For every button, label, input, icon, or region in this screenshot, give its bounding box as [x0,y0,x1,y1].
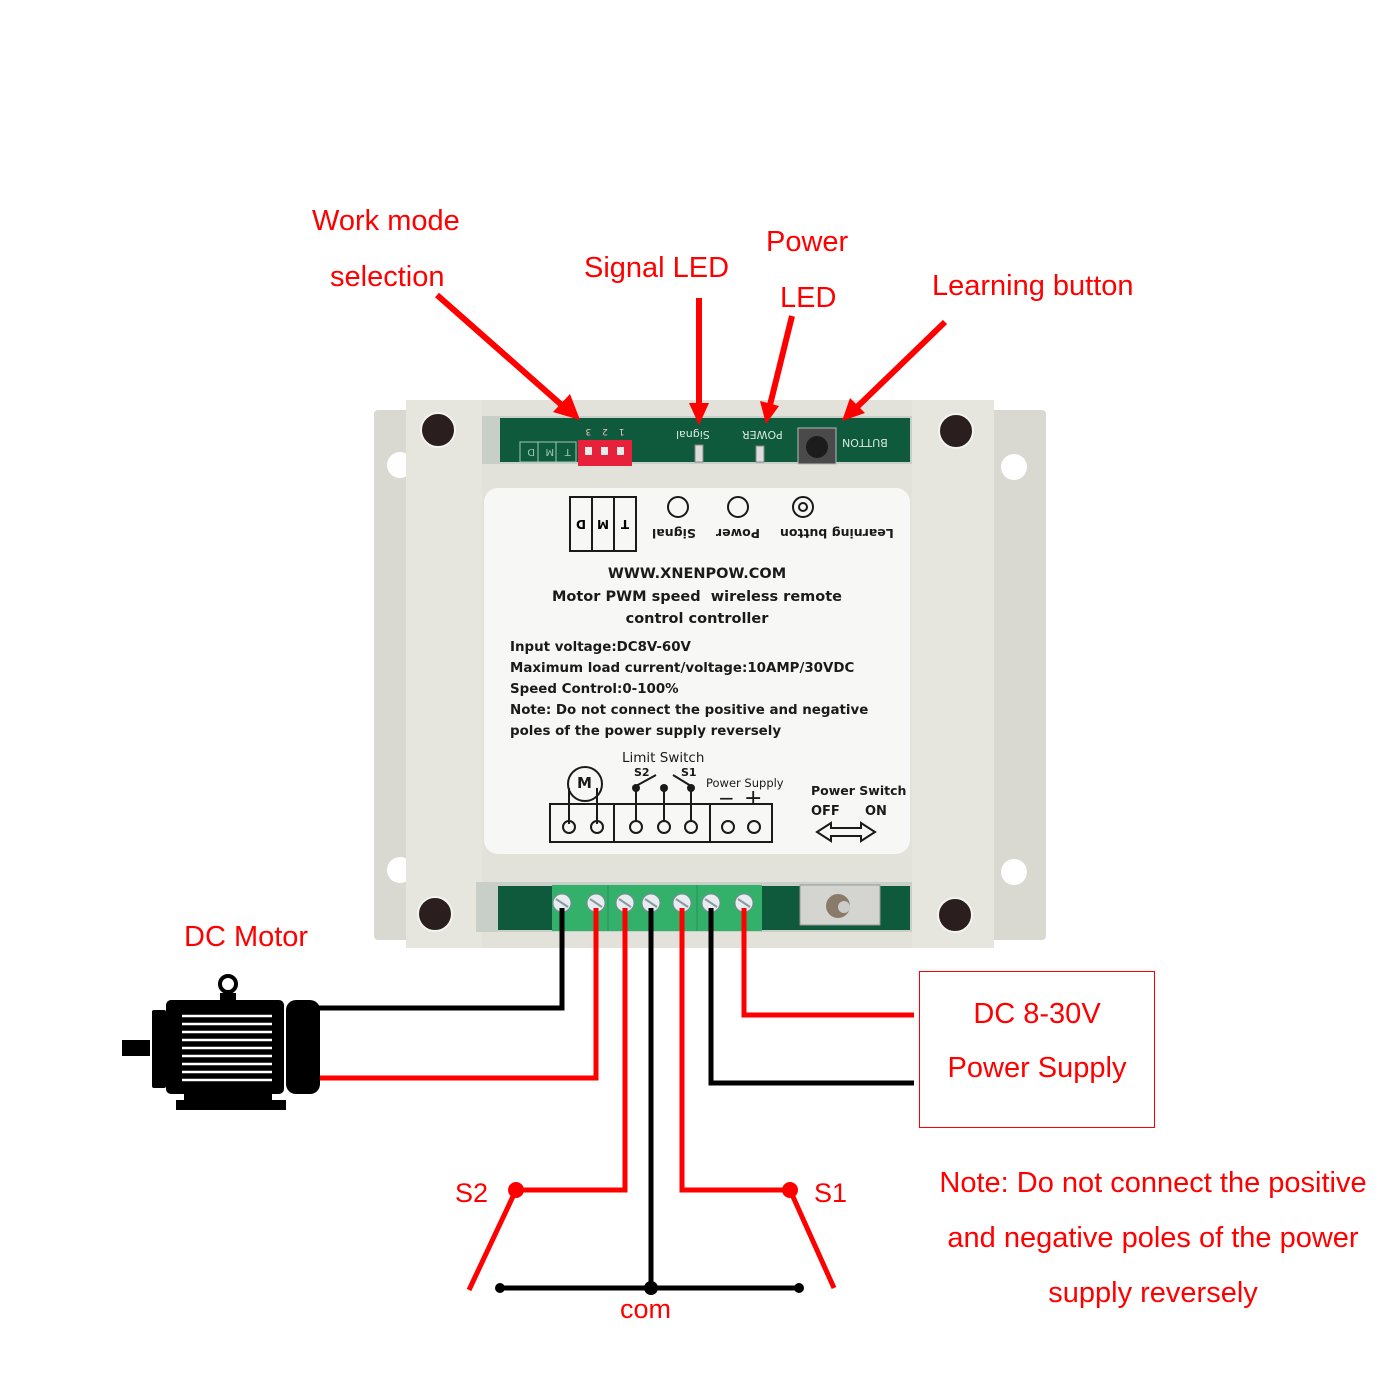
screw-slot [589,898,603,908]
pcb-mode-letters: T M D [522,446,576,457]
callout-power-led-line1: Power [766,226,849,258]
power-supply-voltage: DC 8-30V [973,998,1101,1030]
dc-motor-icon [122,974,320,1110]
top-pcb [500,418,910,462]
com-contact-s2 [495,1283,505,1293]
arrow-work-mode [435,292,580,420]
pcb-dip-numbers: 1 2 3 [580,426,630,436]
pcb-signal-text: Signal [676,428,710,441]
callout-learning-button: Learning button [932,270,1134,302]
arrow-signal-led [689,298,709,425]
limit-switch-s1-arm [787,1188,837,1290]
label-schematic [549,766,877,843]
dip-number: 3 [585,426,592,436]
label-motor-m: M [577,774,592,792]
pcb-mode-box [519,441,577,463]
dip-switch-lever[interactable] [601,447,608,455]
signal-indicator-icon [667,496,689,518]
callout-signal-led: Signal LED [584,252,730,284]
com-contact-s1 [794,1283,804,1293]
screw-slot [644,898,658,908]
screw-slot [675,898,689,908]
label-limit-switch: Limit Switch [622,750,705,766]
power-led [755,445,765,463]
warning-note-line1: Note: Do not connect the positive [939,1167,1367,1199]
screw-slot [737,898,751,908]
label-motor-symbol [567,766,603,802]
wire-motor-black [318,908,565,1011]
dip-number: 2 [602,426,608,436]
corner-screw [938,413,974,449]
enclosure-right-post [912,400,994,948]
wire-limit-s1 [679,908,790,1193]
label-power-supply: Power Supply [706,776,784,790]
callout-work-mode-line1: Work mode [312,205,460,237]
signal-led [694,444,704,463]
screw-slot [618,898,632,908]
spec-note-line2: poles of the power supply reversely [510,724,782,739]
spec-max-load: Maximum load current/voltage:10AMP/30VDC [510,661,855,676]
label-off: OFF [811,804,840,819]
pcb-letter: D [527,446,535,457]
label-title-line1: Motor PWM speed wireless remote [551,589,843,605]
callout-dc-motor: DC Motor [184,921,309,953]
pcb-power-text: POWER [742,428,783,441]
label-power-switch: Power Switch [811,783,907,798]
warning-note-line2: and negative poles of the power [947,1222,1359,1254]
mounting-hole [1001,454,1027,480]
corner-screw [417,896,453,932]
power-switch-arrow-icon [815,821,877,843]
screw-slot [704,898,718,908]
label-website: WWW.XNENPOW.COM [607,566,787,582]
label-title-line2: control controller [625,611,769,627]
dip-number: 1 [618,426,625,436]
spec-note-line1: Note: Do not connect the positive and ne… [510,703,869,718]
corner-screw [937,897,973,933]
label-limit-s1: S1 [681,766,697,779]
limit-switch-s2-arm [466,1188,519,1292]
screw-slot [555,898,569,908]
label-limit-s2: S2 [634,766,650,779]
arrow-learning-button [842,319,948,421]
wire-motor-red [318,908,599,1081]
dip-switch-lever[interactable] [585,447,592,455]
pcb-letter: M [545,446,555,457]
mounting-hole [1001,859,1027,885]
spec-input-voltage: Input voltage:DC8V-60V [510,640,691,655]
warning-note-line3: supply reversely [1048,1277,1258,1309]
power-indicator-icon [727,496,749,518]
spec-speed-control: Speed Control:0-100% [510,682,679,697]
power-supply-box: DC 8-30V Power Supply [919,971,1155,1128]
enclosure-left-post [406,400,482,948]
arrow-power-led [760,315,795,424]
dip-switch-lever[interactable] [617,447,624,455]
learning-button-indicator-icon [792,496,814,518]
callout-work-mode-line2: selection [330,261,445,293]
callout-power-led-line2: LED [780,282,837,314]
device-label: T M D Signal Power Learning button WWW.X… [484,488,910,854]
power-supply-label: Power Supply [947,1052,1127,1084]
learning-button-cap[interactable] [806,436,828,458]
callout-com: com [620,1294,672,1324]
warning-note: Note: Do not connect the positive and ne… [912,1156,1394,1321]
wire-power-positive [741,908,914,1018]
callout-s2: S2 [455,1178,489,1208]
callout-s1: S1 [814,1178,848,1208]
wire-power-negative [708,908,914,1086]
pcb-button-text: BUTTON [842,436,888,449]
pcb-letter: T [564,446,571,457]
wire-limit-s2 [516,908,628,1193]
corner-screw [420,412,456,448]
label-on: ON [865,804,887,819]
label-terminal-strip [549,803,773,843]
com-junction [644,1281,658,1295]
power-toggle-lever[interactable] [838,901,850,913]
